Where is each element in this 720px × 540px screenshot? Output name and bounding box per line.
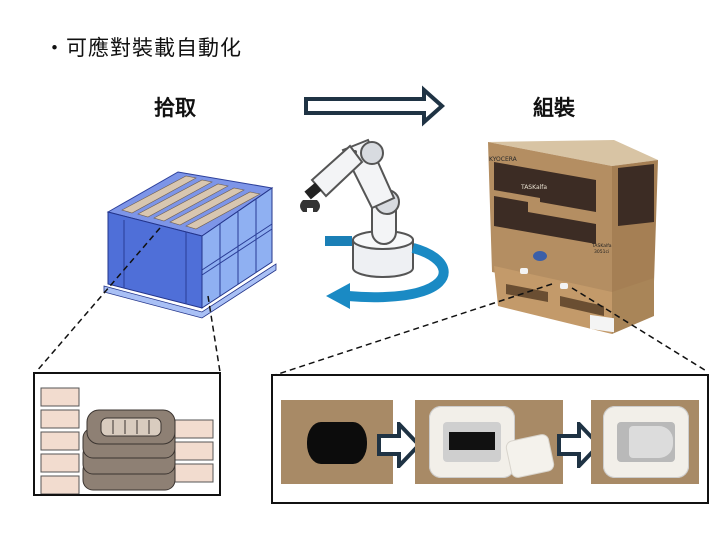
heading-bullet: ・ xyxy=(44,36,66,60)
box-label-line2: 3051ci xyxy=(594,249,609,255)
box-graphic-band xyxy=(494,196,596,244)
step-insert-photo xyxy=(415,400,563,484)
stacked-parts-illustration xyxy=(40,387,214,494)
crate-detail-panel xyxy=(33,372,221,496)
step-arrow-icon xyxy=(557,422,601,468)
heading-text: 可應對裝載自動化 xyxy=(66,36,242,60)
page-heading: ・可應對裝載自動化 xyxy=(44,32,242,62)
clip-part xyxy=(505,434,555,478)
rotation-arrow-icon xyxy=(325,236,449,309)
crate-illustration xyxy=(103,171,277,319)
box-product-text: TASKalfa xyxy=(520,184,547,191)
cutout-hole xyxy=(307,422,367,464)
white-frame xyxy=(603,406,689,478)
box-graphic-band xyxy=(494,162,596,212)
step-opening-photo xyxy=(281,400,393,484)
crate-parts xyxy=(121,175,261,230)
white-frame xyxy=(429,406,515,478)
robot-arm-icon xyxy=(300,138,414,278)
step-assembled-photo xyxy=(591,400,699,484)
box-brand-text: KYOCERA xyxy=(489,156,518,163)
assembly-steps-panel xyxy=(271,374,709,504)
process-arrow-icon xyxy=(304,85,446,127)
assemble-label: 組裝 xyxy=(533,96,575,120)
cardboard-box-photo xyxy=(488,140,658,334)
step-arrow-icon xyxy=(377,422,421,468)
zoom-leader-lines xyxy=(35,227,709,377)
box-label-line1: TASKalfa xyxy=(591,243,612,249)
pick-label: 拾取 xyxy=(154,96,196,120)
